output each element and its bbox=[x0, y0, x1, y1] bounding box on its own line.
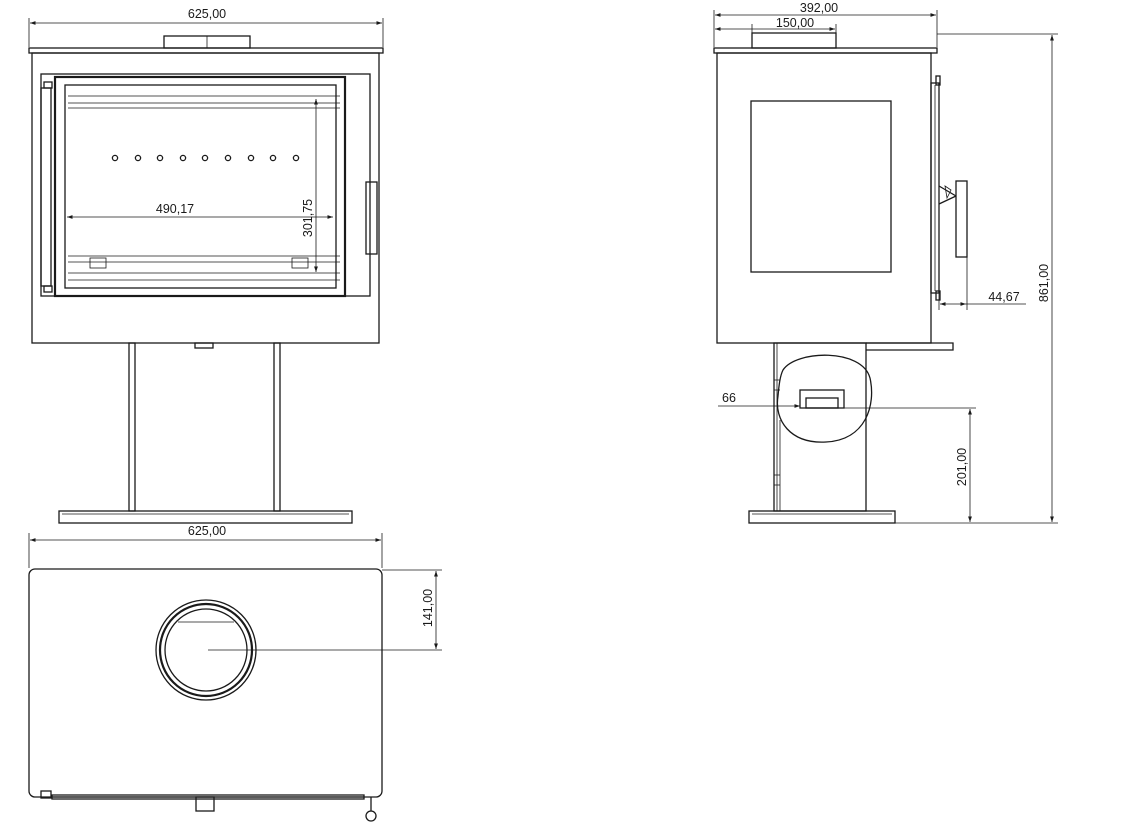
dim-top-flue-offset: 141,00 bbox=[421, 589, 435, 627]
dim-glass-height: 301,75 bbox=[301, 199, 315, 237]
dim-side-depth: 392,00 bbox=[800, 1, 838, 15]
dim-glass-width: 490,17 bbox=[156, 202, 194, 216]
dim-side-air-inlet-diameter: 66 bbox=[722, 391, 736, 405]
dim-side-handle-offset: 44,67 bbox=[988, 290, 1019, 304]
top-view: 625,00 141,00 bbox=[28, 524, 442, 822]
side-view: 392,00 150,00 861,00 44,67 201,00 66 bbox=[713, 1, 1058, 524]
front-view: 625,00 490,17 301,75 bbox=[28, 7, 384, 524]
dim-side-air-inlet-height: 201,00 bbox=[955, 448, 969, 486]
dim-front-width: 625,00 bbox=[188, 7, 226, 21]
dim-top-width: 625,00 bbox=[188, 524, 226, 538]
air-holes bbox=[111, 154, 300, 162]
dim-side-total-height: 861,00 bbox=[1037, 264, 1051, 302]
dim-side-flue-offset: 150,00 bbox=[776, 16, 814, 30]
